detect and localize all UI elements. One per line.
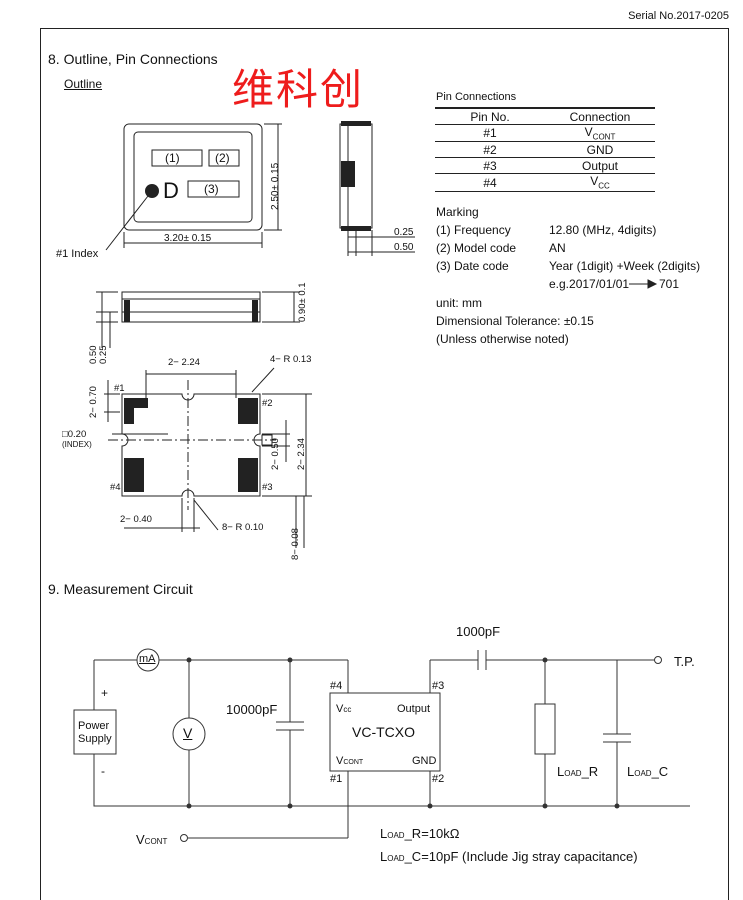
dim-224: 2− 2.24 [168, 357, 200, 368]
marking-value-2: AN [549, 241, 566, 255]
test-point: T.P. [674, 654, 695, 669]
minus-sign: - [101, 764, 105, 778]
package-top-outline [123, 123, 263, 231]
pin-cell: #1 [435, 123, 545, 143]
power-supply-box [73, 709, 117, 755]
chip-pin-2: #2 [432, 773, 445, 785]
side-dim-050: 0.50 [394, 242, 414, 253]
index-dot [145, 184, 159, 198]
chip-vcc-label: Vcc [336, 703, 352, 715]
load-c-label: LOAD_C [627, 764, 669, 779]
outline-label: Outline [64, 77, 103, 91]
right-border [728, 28, 729, 900]
marking-key-1: (1) Frequency [436, 223, 511, 237]
chip-pin-4: #4 [330, 680, 343, 692]
marking-box-1 [151, 149, 203, 167]
marking-value-3: Year (1digit) +Week (2digits) [549, 259, 701, 273]
front-height: 0.90± 0.1 [297, 282, 308, 322]
pad-pin-1: #1 [114, 383, 125, 394]
front-dim-025: 0.25 [98, 345, 109, 365]
vcont-input-label: VCONT [136, 832, 168, 847]
marking-title: Marking [436, 205, 479, 219]
pin-connections-table: Pin No. Connection #1 VCONT #2 GND #3 Ou… [435, 107, 655, 192]
power-supply-line1: Power [78, 720, 110, 732]
side-dim-025: 0.25 [394, 227, 414, 238]
dim-008: 8− 0.08 [290, 528, 301, 560]
dim-r013: 4− R 0.13 [270, 354, 312, 365]
tolerance-subnote: (Unless otherwise noted) [436, 332, 569, 346]
pin-cell: #2 [435, 141, 545, 159]
tcxo-chip [329, 692, 441, 772]
chip-output-label: Output [397, 703, 431, 715]
plus-sign: + [101, 686, 109, 700]
connection-cell: Output [545, 157, 655, 175]
load-r-note: LOAD_R=10kΩ [380, 826, 460, 841]
pad-label-2: (2) [215, 151, 230, 165]
index-dim-020: □0.20 [62, 429, 87, 440]
marking-key-3: (3) Date code [436, 259, 509, 273]
dim-070: 2− 0.70 [88, 386, 99, 418]
table-header-pin: Pin No. [435, 107, 545, 125]
load-r-label: LOAD_R [557, 764, 599, 779]
load-resistor [534, 703, 556, 755]
table-row: #3 Output [435, 157, 655, 175]
voltmeter-label: V [183, 725, 193, 741]
marking-value-1: 12.80 (MHz, 4digits) [549, 223, 657, 237]
cap-10000pf: 10000pF [226, 702, 278, 717]
index-note: (INDEX) [62, 440, 92, 449]
tolerance-note: Dimensional Tolerance: ±0.15 [436, 314, 594, 328]
connection-cell: GND [545, 141, 655, 159]
unit-note: unit: mm [436, 296, 483, 310]
marking-box-2 [208, 149, 240, 167]
ammeter-label: mA [139, 653, 156, 665]
marking-key-2: (2) Model code [436, 241, 517, 255]
chip-pin-1: #1 [330, 773, 343, 785]
table-header-row: Pin No. Connection [435, 107, 655, 125]
pad-pin-3: #3 [262, 482, 273, 493]
dim-050-footprint: 2− 0.50 [270, 438, 281, 470]
index-label: #1 Index [56, 248, 99, 260]
pad-pin-2: #2 [262, 398, 273, 409]
pad-label-3: (3) [204, 182, 219, 196]
watermark-text: 维科创 [232, 65, 365, 114]
serial-number: Serial No.2017-0205 [628, 10, 729, 22]
dim-040: 2− 0.40 [120, 514, 152, 525]
table-row: #1 VCONT [435, 123, 655, 143]
marking-example-result: 701 [659, 277, 680, 291]
mark-letter: D [163, 178, 179, 203]
dim-height: 2.50± 0.15 [270, 162, 281, 210]
marking-box-3 [187, 180, 240, 198]
table-header-connection: Connection [545, 107, 655, 125]
marking-example: e.g.2017/01/01 [549, 277, 630, 291]
cap-1000pf: 1000pF [456, 624, 501, 639]
connection-cell: VCC [545, 173, 655, 192]
dim-width: 3.20± 0.15 [164, 233, 212, 244]
dim-234: 2− 2.34 [296, 438, 307, 470]
table-row: #4 VCC [435, 173, 655, 192]
pin-connections-title: Pin Connections [436, 91, 517, 103]
dim-r010: 8− R 0.10 [222, 522, 264, 533]
header-rule [40, 28, 729, 29]
chip-pin-3: #3 [432, 680, 445, 692]
table-row: #2 GND [435, 141, 655, 159]
connection-cell: VCONT [545, 123, 655, 143]
power-supply-line2: Supply [78, 733, 112, 745]
left-border [40, 28, 41, 900]
chip-name: VC-TCXO [352, 724, 415, 740]
section-8-title: 8. Outline, Pin Connections [48, 51, 218, 67]
pin-cell: #4 [435, 173, 545, 192]
pad-pin-4: #4 [110, 482, 121, 493]
pin-cell: #3 [435, 157, 545, 175]
section-9-title: 9. Measurement Circuit [48, 581, 193, 597]
chip-vcont-label: VCONT [336, 755, 364, 767]
pad-label-1: (1) [165, 151, 180, 165]
load-c-note: LOAD_C=10pF (Include Jig stray capacitan… [380, 849, 638, 864]
chip-gnd-label: GND [412, 755, 437, 767]
